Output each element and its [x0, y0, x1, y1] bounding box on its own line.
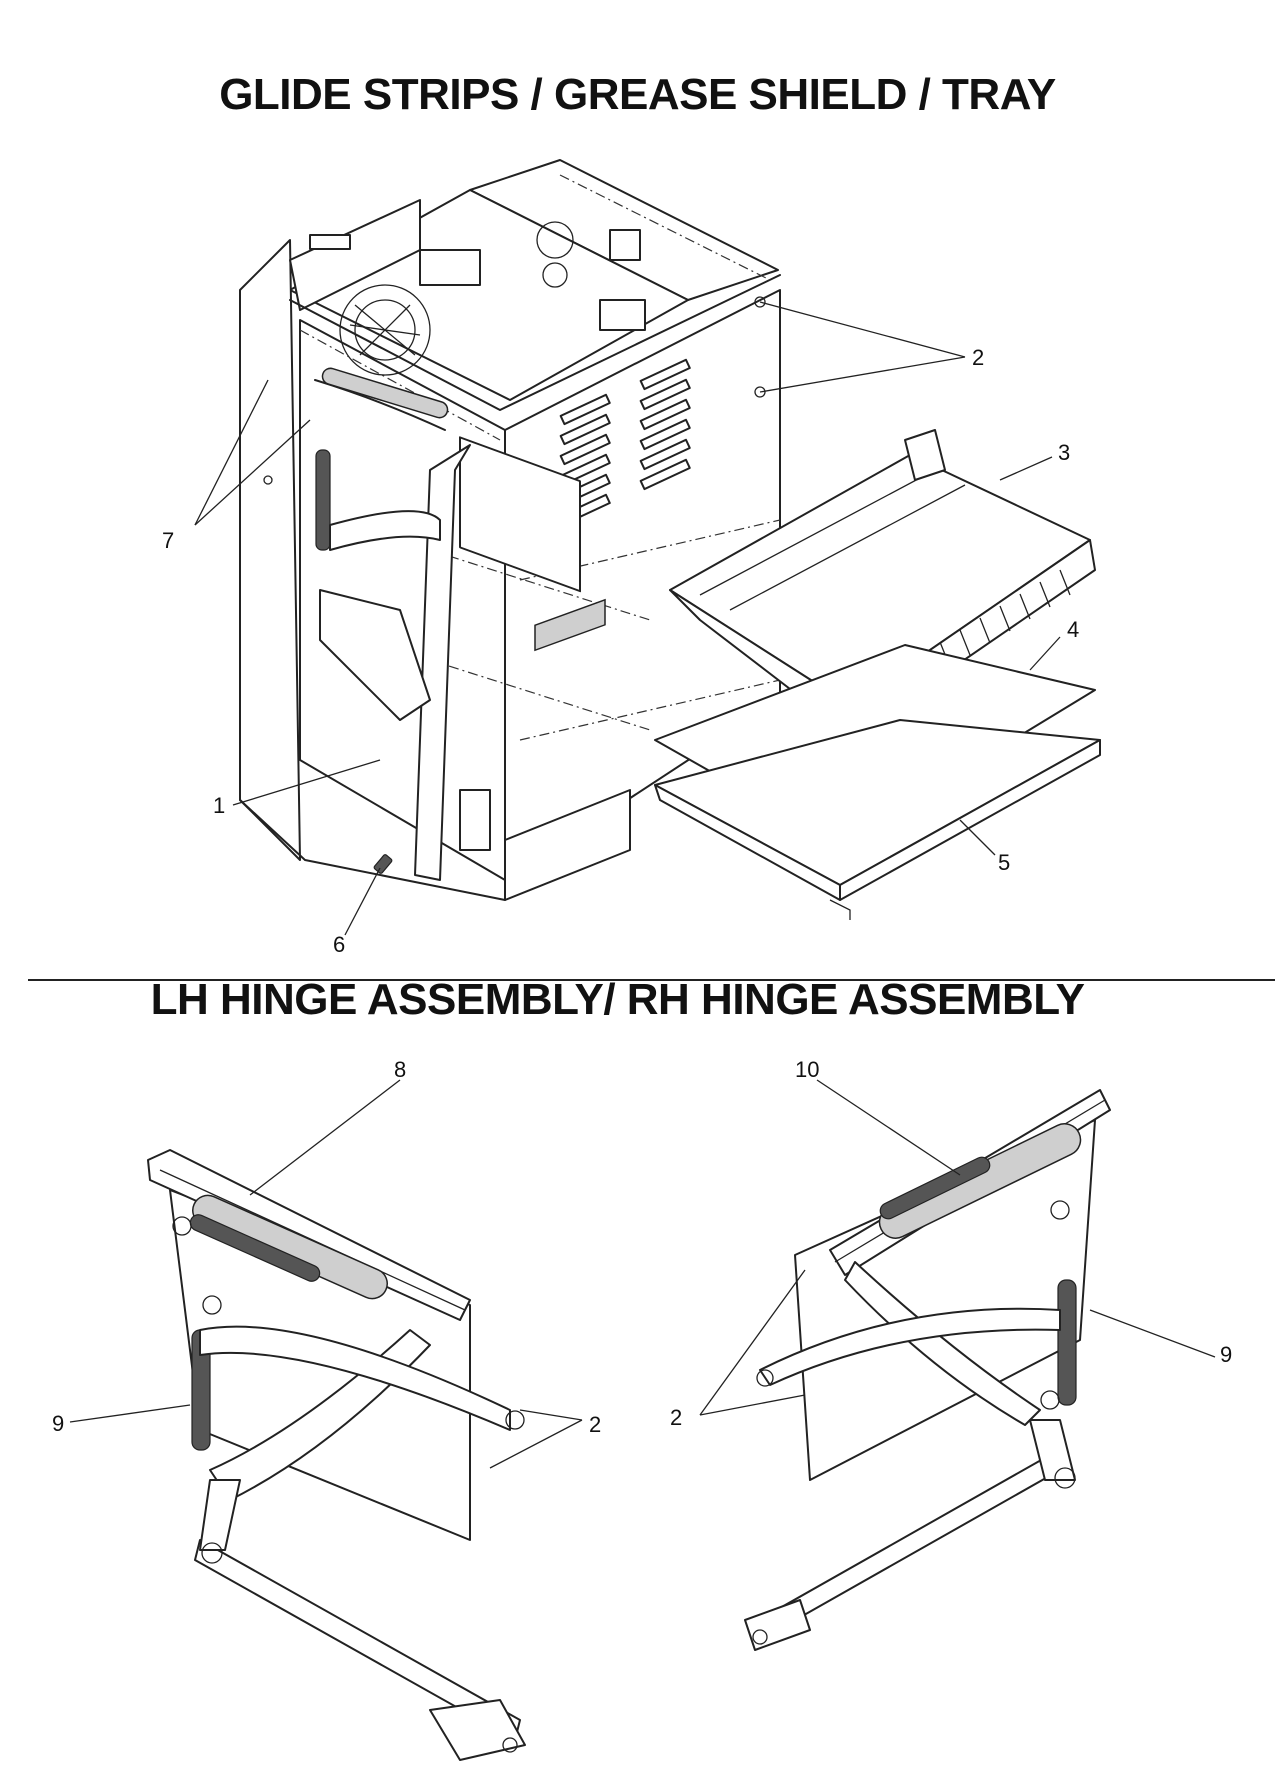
callout-7: 7	[162, 528, 174, 553]
callout-leaders-lh	[69, 1079, 583, 1469]
callout-leaders-rh	[699, 1079, 1216, 1416]
callout-leaders-top	[194, 301, 1061, 936]
callout-10: 10	[795, 1057, 819, 1082]
callouts-top: 1 2 3 4 5 6 7	[162, 345, 1079, 957]
screw-part	[373, 854, 393, 874]
section-title-glide-strips: GLIDE STRIPS / GREASE SHIELD / TRAY	[219, 70, 1056, 119]
callout-2-right: 2	[670, 1405, 682, 1430]
lh-hinge-drawing	[147, 1149, 526, 1761]
callout-9-right: 9	[1220, 1342, 1232, 1367]
callout-3: 3	[1058, 440, 1070, 465]
callout-2-top: 2	[972, 345, 984, 370]
callout-6: 6	[333, 932, 345, 957]
callouts-rh: 10 9 2	[670, 1057, 1232, 1430]
glide-strip-drawer-drawing	[654, 719, 1101, 920]
section-divider	[28, 979, 1275, 981]
callouts-lh: 8 9 2	[52, 1057, 601, 1437]
callout-5: 5	[998, 850, 1010, 875]
oven-cabinet-drawing	[239, 159, 781, 901]
callout-2-left: 2	[589, 1412, 601, 1437]
callout-9-left: 9	[52, 1411, 64, 1436]
callout-1: 1	[213, 793, 225, 818]
callout-8: 8	[394, 1057, 406, 1082]
rh-hinge-drawing	[744, 1089, 1111, 1651]
callout-4: 4	[1067, 617, 1079, 642]
section-title-hinge-assembly: LH HINGE ASSEMBLY/ RH HINGE ASSEMBLY	[150, 975, 1085, 1024]
